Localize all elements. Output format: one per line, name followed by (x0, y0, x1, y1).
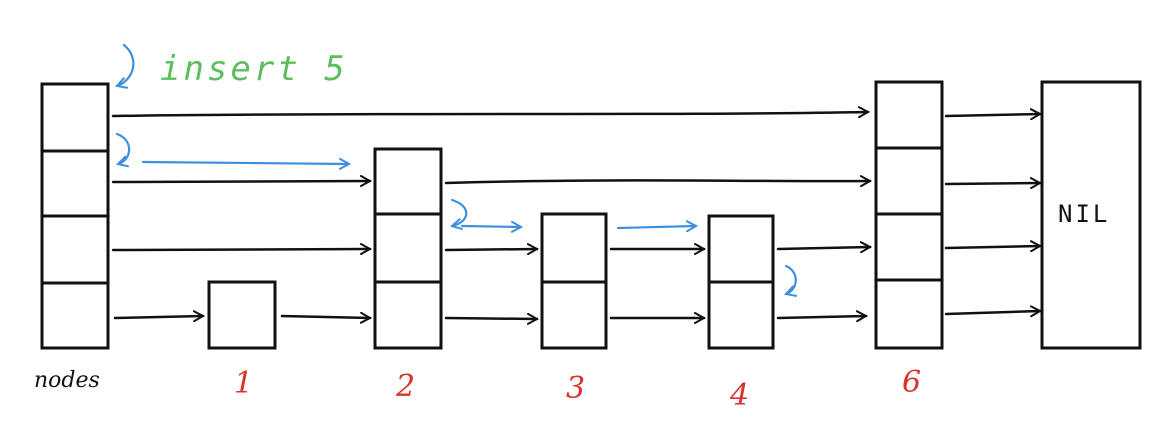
arrow-right-icon (944, 183, 1040, 184)
curl-arrow-icon (786, 264, 796, 294)
forward-pointers (111, 112, 1040, 319)
node-label-3: 3 (566, 371, 585, 406)
curl-arrow-icon (115, 132, 131, 164)
node-label-4: 4 (729, 378, 749, 413)
nil-node (1040, 80, 1142, 350)
header-node (40, 82, 110, 350)
arrow-right-icon (111, 249, 370, 250)
node-6 (874, 80, 944, 350)
arrow-right-icon (280, 316, 370, 318)
arrow-right-icon (444, 180, 870, 183)
arrow-right-icon (111, 112, 868, 116)
node-label-2: 2 (395, 369, 415, 404)
header-node-label: nodes (34, 368, 100, 393)
arrow-right-icon (776, 316, 866, 318)
arrow-right-icon (944, 246, 1040, 248)
node-1 (207, 280, 277, 350)
arrow-right-icon (111, 181, 370, 182)
node-label-1: 1 (234, 366, 253, 401)
node-3 (540, 212, 608, 350)
arrow-right-icon (616, 226, 696, 228)
arrow-right-icon (776, 247, 870, 249)
nil-label: NIL (1058, 200, 1110, 228)
node-label-6: 6 (902, 365, 921, 400)
arrow-right-icon (460, 226, 521, 227)
curl-arrow-icon (117, 43, 135, 86)
arrow-right-icon (113, 316, 203, 318)
arrow-right-icon (444, 249, 537, 250)
arrow-right-icon (944, 114, 1040, 116)
diagram-title: insert 5 (160, 49, 348, 89)
arrow-right-icon (944, 311, 1040, 314)
insert-search-path (115, 43, 796, 294)
node-2 (373, 147, 443, 350)
arrow-right-icon (444, 318, 537, 319)
arrow-right-icon (141, 162, 349, 164)
curl-arrow-icon (452, 198, 468, 226)
node-4 (707, 214, 775, 350)
